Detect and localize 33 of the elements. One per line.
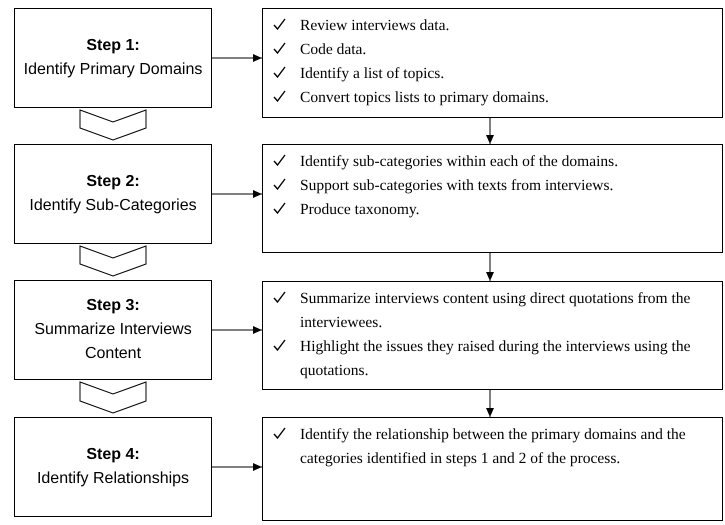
task-list-box — [262, 417, 723, 521]
step-heading: Step 3: — [86, 296, 140, 316]
task-item: Summarize interviews content using direct quotations from the interviewees. — [300, 289, 692, 333]
task-list-box — [262, 8, 723, 118]
chevron-arrow — [80, 245, 146, 277]
task-item: Review interviews data. — [300, 16, 450, 36]
arrow — [212, 463, 262, 471]
arrow — [212, 326, 262, 334]
task-item: Code data. — [300, 40, 366, 60]
step-box — [14, 417, 212, 517]
chevron-arrow — [80, 109, 146, 141]
step-title: Identify Relationships — [36, 469, 190, 489]
step-heading: Step 1: — [86, 36, 140, 56]
arrow — [212, 54, 262, 62]
step-heading: Step 2: — [86, 172, 140, 192]
arrow — [486, 252, 494, 282]
task-item: Identify the relationship between the primary domains and the categories identified in steps 1 and 2 of the process. — [300, 425, 687, 469]
step-title: Identify Sub-Categories — [29, 196, 197, 216]
chevron-arrow — [80, 381, 146, 414]
step-title: Summarize Interviews Content — [33, 320, 193, 364]
task-item: Convert topics lists to primary domains. — [300, 88, 549, 108]
task-item: Support sub-categories with texts from interviews. — [300, 176, 614, 196]
task-item: Highlight the issues they raised during the interviews using the quotations. — [300, 337, 692, 381]
step-title: Identify Primary Domains — [24, 60, 202, 80]
task-item: Identify sub-categories within each of the domains. — [300, 152, 618, 172]
arrow — [486, 118, 494, 144]
task-item: Produce taxonomy. — [300, 200, 420, 220]
step-heading: Step 4: — [86, 445, 140, 465]
arrow — [486, 390, 494, 418]
task-list-box — [262, 144, 723, 253]
task-item: Identify a list of topics. — [300, 64, 444, 84]
task-list-box — [262, 281, 723, 390]
arrow — [212, 190, 262, 198]
